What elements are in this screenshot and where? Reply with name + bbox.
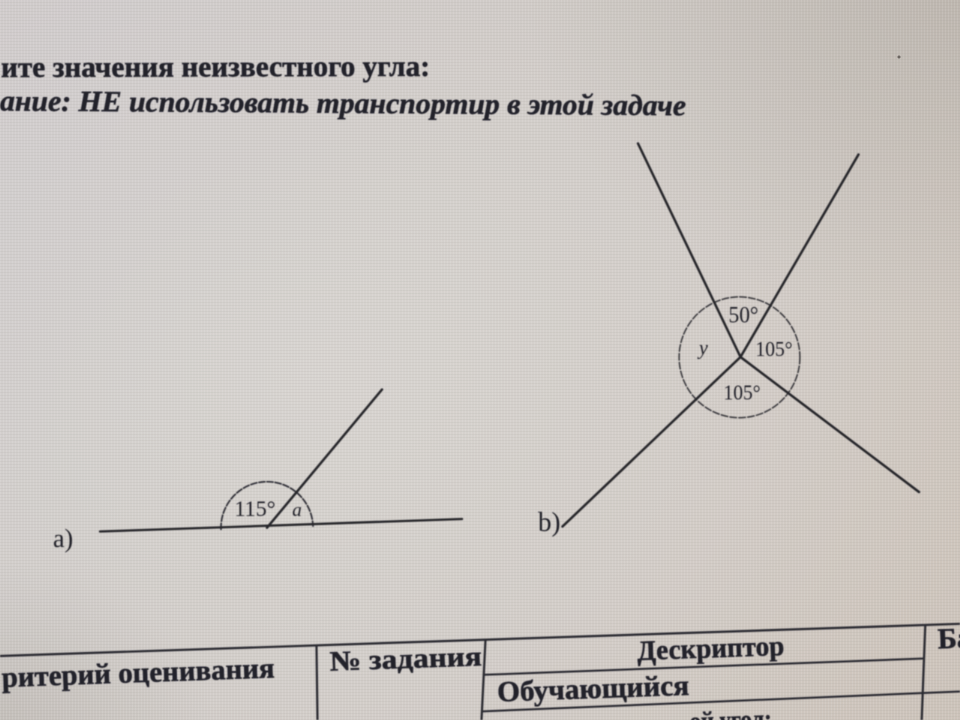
svg-text:ой угол:: ой угол: [689, 704, 772, 720]
svg-text:№ задания: № задания [329, 641, 482, 677]
svg-text:a: a [292, 500, 302, 521]
svg-text:b): b) [538, 507, 561, 537]
svg-text:a): a) [53, 524, 73, 553]
svg-text:50°: 50° [729, 303, 759, 328]
svg-text:ите значения неизвестного угла: ите значения неизвестного угла: [1, 51, 430, 84]
svg-text:Ба: Ба [937, 622, 960, 655]
svg-text:115°: 115° [235, 496, 276, 521]
svg-text:y: y [697, 338, 708, 360]
svg-text:105°: 105° [724, 381, 761, 405]
svg-text:ание: НЕ использовать транспор: ание: НЕ использовать транспортир в этой… [0, 86, 686, 123]
svg-text:105°: 105° [756, 337, 793, 361]
svg-text:Обучающийся: Обучающийся [497, 670, 690, 709]
svg-text:Дескриптор: Дескриптор [637, 631, 785, 667]
